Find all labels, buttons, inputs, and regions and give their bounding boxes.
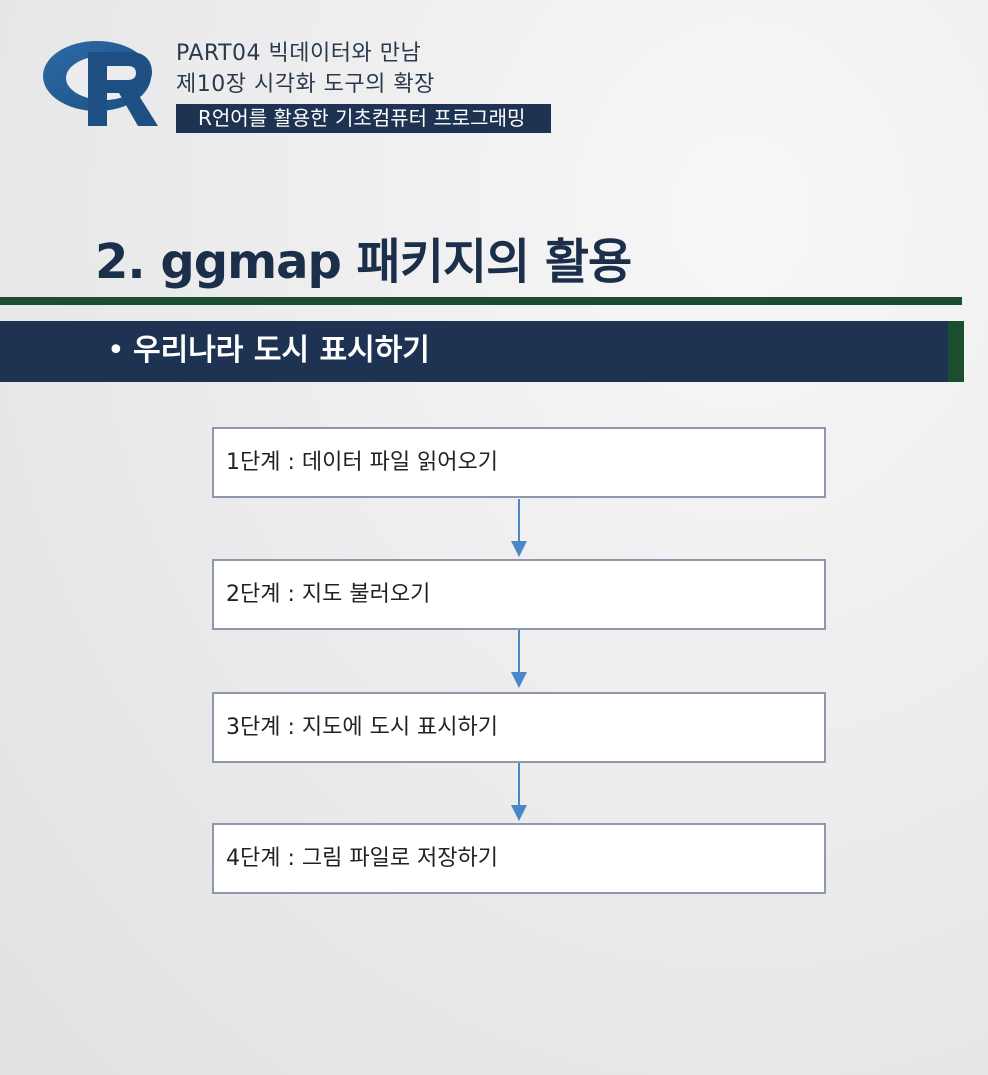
arrow-down-icon [511,630,527,688]
chapter-label: 제10장 시각화 도구의 확장 [176,72,435,97]
step-box-2: 2단계 : 지도 불러오기 [212,559,826,630]
step-label-4: 4단계 : 그림 파일로 저장하기 [226,846,499,871]
arrow-down-icon [511,499,527,557]
section-heading: 우리나라 도시 표시하기 [133,333,430,368]
step-box-3: 3단계 : 지도에 도시 표시하기 [212,692,826,763]
section-bar [0,321,948,382]
header-text: PART04 빅데이터와 만남 제10장 시각화 도구의 확장 R언어를 활용한… [176,38,552,133]
part-label: PART04 빅데이터와 만남 [176,41,422,66]
title-divider [0,297,962,305]
page-title: 2. ggmap 패키지의 활용 [95,234,632,290]
course-tag: R언어를 활용한 기초컴퓨터 프로그래밍 [176,104,552,133]
arrow-down-icon [511,763,527,821]
r-logo-icon [43,41,158,126]
step-label-1: 1단계 : 데이터 파일 읽어오기 [226,450,499,475]
step-label-2: 2단계 : 지도 불러오기 [226,582,431,607]
section-bar-accent [948,321,964,382]
step-label-3: 3단계 : 지도에 도시 표시하기 [226,715,499,740]
section-bullet: • [107,333,125,368]
step-box-4: 4단계 : 그림 파일로 저장하기 [212,823,826,894]
step-box-1: 1단계 : 데이터 파일 읽어오기 [212,427,826,498]
